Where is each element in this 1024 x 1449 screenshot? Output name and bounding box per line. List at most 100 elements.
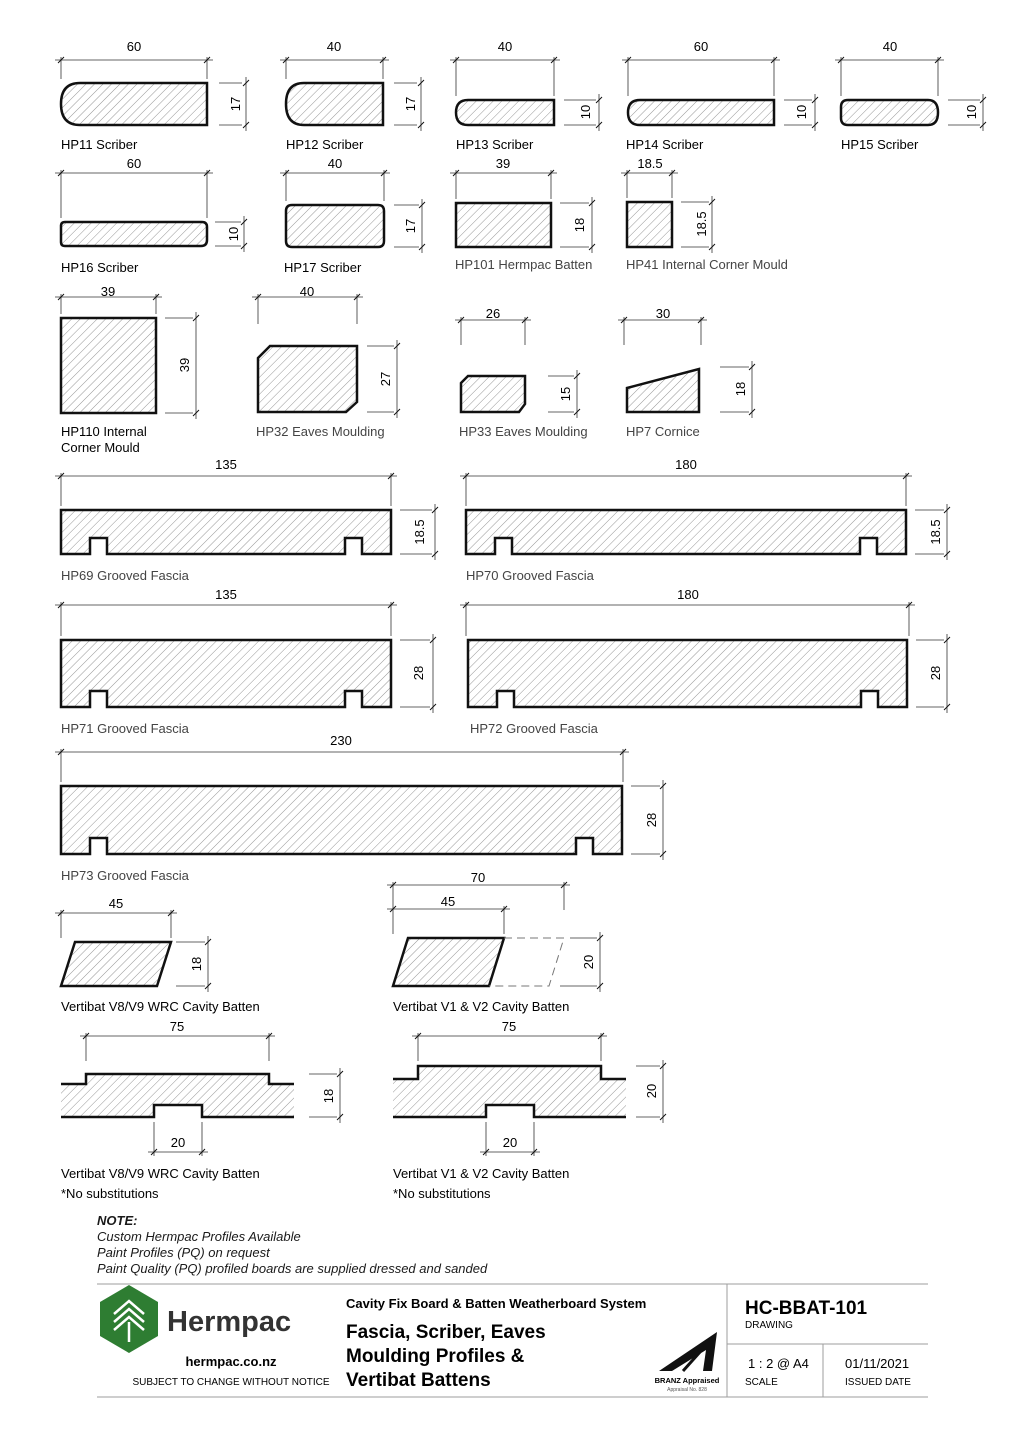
dim-height: 18.5 bbox=[412, 519, 427, 544]
profile-vertibat-v1-v2-section: 75 20 20 Vertibat V1 & V2 Cavity Batten … bbox=[393, 1019, 667, 1201]
dim-height: 15 bbox=[558, 387, 573, 401]
note-line: Paint Profiles (PQ) on request bbox=[97, 1245, 270, 1260]
dim-width: 75 bbox=[502, 1019, 516, 1034]
profile-label: HP69 Grooved Fascia bbox=[61, 568, 190, 583]
dim-height: 27 bbox=[378, 372, 393, 386]
dim-width: 30 bbox=[656, 306, 670, 321]
dim-width: 180 bbox=[675, 457, 697, 472]
profile-hp73: 230 28 HP73 Grooved Fascia bbox=[55, 733, 667, 883]
profile-label: HP12 Scriber bbox=[286, 137, 364, 152]
dim-height: 20 bbox=[581, 955, 596, 969]
dim-width: 40 bbox=[498, 39, 512, 54]
profile-hp13: 40 10 HP13 Scriber bbox=[450, 39, 603, 152]
scale-label: SCALE bbox=[745, 1377, 778, 1388]
profile-label: HP101 Hermpac Batten bbox=[455, 257, 592, 272]
profile-label: HP33 Eaves Moulding bbox=[459, 424, 588, 439]
profile-vertibat-v8-v9-section: 75 18 20 Vertibat V8/V9 WRC Cavity Batte… bbox=[61, 1019, 344, 1201]
dim-height: 17 bbox=[403, 97, 418, 111]
profile-label-line2: Corner Mould bbox=[61, 440, 140, 455]
dim-width: 39 bbox=[101, 284, 115, 299]
profile-hp16: 60 10 HP16 Scriber bbox=[55, 156, 248, 275]
dim-overall-width: 70 bbox=[471, 870, 485, 885]
profile-hp110: 39 39 HP110 Internal Corner Mould bbox=[55, 284, 200, 455]
profile-hp12: 40 17 HP12 Scriber bbox=[280, 39, 425, 152]
profile-hp101: 39 18 HP101 Hermpac Batten bbox=[450, 156, 596, 272]
drawing-label: DRAWING bbox=[745, 1320, 793, 1331]
dim-width: 40 bbox=[300, 284, 314, 299]
profile-hp33: 26 15 HP33 Eaves Moulding bbox=[455, 306, 588, 439]
profile-hp69: 135 18.5 HP69 Grooved Fascia bbox=[55, 457, 439, 583]
dim-height: 10 bbox=[794, 105, 809, 119]
dim-groove: 20 bbox=[171, 1135, 185, 1150]
profile-note: *No substitutions bbox=[393, 1186, 491, 1201]
profile-label: HP7 Cornice bbox=[626, 424, 700, 439]
dim-height: 18 bbox=[572, 218, 587, 232]
dim-height: 28 bbox=[644, 813, 659, 827]
profile-hp11: 60 17 HP11 Scriber bbox=[55, 39, 250, 152]
system-name: Cavity Fix Board & Batten Weatherboard S… bbox=[346, 1296, 646, 1311]
issued-date-label: ISSUED DATE bbox=[845, 1377, 911, 1388]
dim-width: 39 bbox=[496, 156, 510, 171]
drawing-title-line2: Moulding Profiles & bbox=[346, 1346, 525, 1367]
profile-hp15: 40 10 HP15 Scriber bbox=[835, 39, 987, 152]
dim-width: 230 bbox=[330, 733, 352, 748]
profile-hp71: 135 28 HP71 Grooved Fascia bbox=[55, 587, 437, 736]
brand-name: Hermpac bbox=[167, 1306, 291, 1338]
dim-height: 18 bbox=[189, 957, 204, 971]
profile-vertibat-v1-v2: 70 45 20 Vertibat V1 & V2 Cavity Batten bbox=[387, 870, 604, 1014]
profile-label: HP41 Internal Corner Mould bbox=[626, 257, 788, 272]
profile-note: *No substitutions bbox=[61, 1186, 159, 1201]
branz-appraisal-number: Appraisal No. 828 bbox=[667, 1387, 707, 1393]
dim-height: 17 bbox=[403, 219, 418, 233]
profile-hp14: 60 10 HP14 Scriber bbox=[622, 39, 819, 152]
dim-width: 45 bbox=[109, 896, 123, 911]
profile-label: Vertibat V1 & V2 Cavity Batten bbox=[393, 1166, 569, 1181]
profile-hp72: 180 28 HP72 Grooved Fascia bbox=[460, 587, 951, 736]
profile-label: HP72 Grooved Fascia bbox=[470, 721, 599, 736]
dim-height: 28 bbox=[928, 666, 943, 680]
profile-label: HP13 Scriber bbox=[456, 137, 534, 152]
dim-height: 18 bbox=[733, 382, 748, 396]
title-block: Hermpac hermpac.co.nz SUBJECT TO CHANGE … bbox=[97, 1283, 928, 1398]
dim-width: 40 bbox=[328, 156, 342, 171]
dim-width: 45 bbox=[441, 894, 455, 909]
profile-label: HP32 Eaves Moulding bbox=[256, 424, 385, 439]
profile-hp7: 30 18 HP7 Cornice bbox=[618, 306, 756, 439]
scale-value: 1 : 2 @ A4 bbox=[748, 1356, 809, 1371]
branz-label: BRANZ Appraised bbox=[655, 1376, 720, 1385]
profile-hp70: 180 18.5 HP70 Grooved Fascia bbox=[460, 457, 951, 583]
profile-hp17: 40 17 HP17 Scriber bbox=[280, 156, 426, 275]
dim-groove: 20 bbox=[503, 1135, 517, 1150]
profile-hp41: 18.5 18.5 HP41 Internal Corner Mould bbox=[621, 156, 788, 272]
profile-label: HP17 Scriber bbox=[284, 260, 362, 275]
drawing-number: HC-BBAT-101 bbox=[745, 1298, 868, 1319]
dim-height: 18.5 bbox=[928, 519, 943, 544]
profile-label: HP71 Grooved Fascia bbox=[61, 721, 190, 736]
dim-width: 135 bbox=[215, 457, 237, 472]
dim-width: 180 bbox=[677, 587, 699, 602]
profile-label: HP14 Scriber bbox=[626, 137, 704, 152]
dim-height: 17 bbox=[228, 97, 243, 111]
dim-width: 40 bbox=[327, 39, 341, 54]
dim-width: 75 bbox=[170, 1019, 184, 1034]
profile-label: HP73 Grooved Fascia bbox=[61, 868, 190, 883]
dim-height: 10 bbox=[226, 227, 241, 241]
profile-label: HP15 Scriber bbox=[841, 137, 919, 152]
issued-date: 01/11/2021 bbox=[845, 1356, 909, 1371]
dim-width: 40 bbox=[883, 39, 897, 54]
dim-height: 10 bbox=[578, 105, 593, 119]
drawing-title-line1: Fascia, Scriber, Eaves bbox=[346, 1322, 546, 1343]
dim-width: 135 bbox=[215, 587, 237, 602]
profile-label: Vertibat V8/V9 WRC Cavity Batten bbox=[61, 1166, 260, 1181]
note-line: Paint Quality (PQ) profiled boards are s… bbox=[97, 1261, 488, 1276]
profile-label: Vertibat V8/V9 WRC Cavity Batten bbox=[61, 999, 260, 1014]
dim-height: 18.5 bbox=[694, 211, 709, 236]
dim-width: 18.5 bbox=[637, 156, 662, 171]
dim-width: 60 bbox=[127, 156, 141, 171]
profile-label: HP11 Scriber bbox=[61, 137, 138, 152]
dim-width: 26 bbox=[486, 306, 500, 321]
profile-label: HP70 Grooved Fascia bbox=[466, 568, 595, 583]
notes-block: NOTE: Custom Hermpac Profiles Available … bbox=[97, 1213, 487, 1277]
profile-label: HP16 Scriber bbox=[61, 260, 139, 275]
dim-width: 60 bbox=[694, 39, 708, 54]
